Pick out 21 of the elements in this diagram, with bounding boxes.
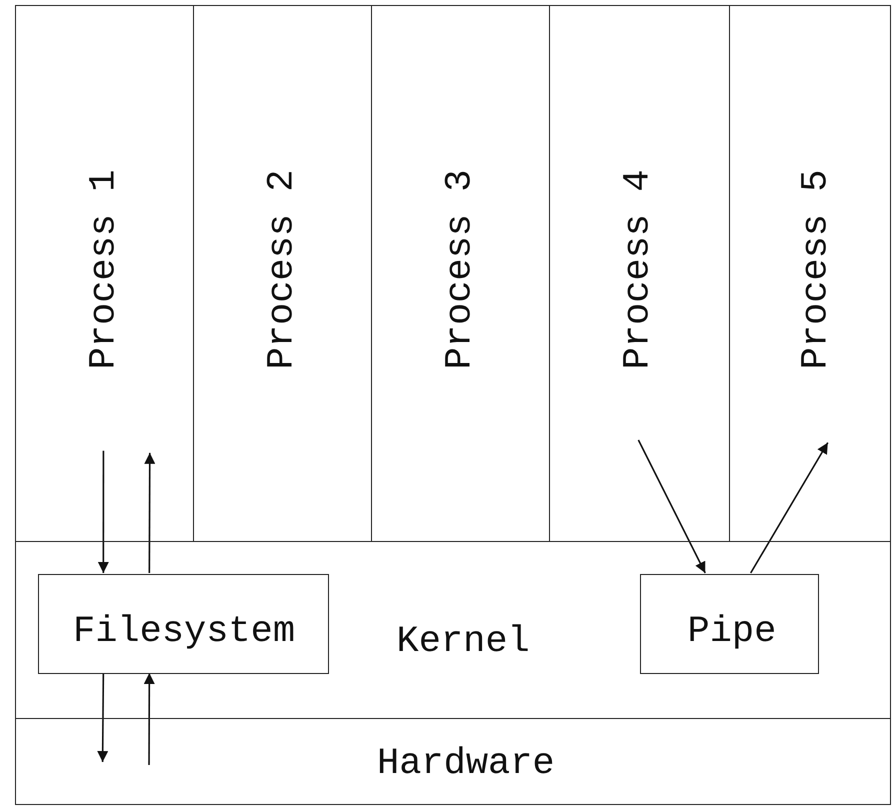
arrow <box>750 442 828 574</box>
node-label: Hardware <box>377 746 555 782</box>
node-label: Process 4 <box>620 169 658 369</box>
component-box <box>38 574 329 674</box>
arrow <box>144 673 155 765</box>
layer-band <box>15 718 891 805</box>
arrow <box>97 673 108 762</box>
node-label: Kernel <box>396 624 530 660</box>
component-box <box>640 574 819 674</box>
node-label: Pipe <box>688 614 776 650</box>
node-label: Process 2 <box>264 169 302 369</box>
node-label: Process 1 <box>86 169 124 369</box>
arrow <box>98 450 109 573</box>
node-label: Filesystem <box>73 614 296 650</box>
node-label: Process 3 <box>442 169 480 369</box>
process-column <box>729 5 891 542</box>
node-label: Process 5 <box>798 169 836 369</box>
process-column <box>15 5 194 542</box>
layer-band <box>15 541 891 719</box>
arrow <box>144 452 156 573</box>
arrow <box>638 440 706 574</box>
